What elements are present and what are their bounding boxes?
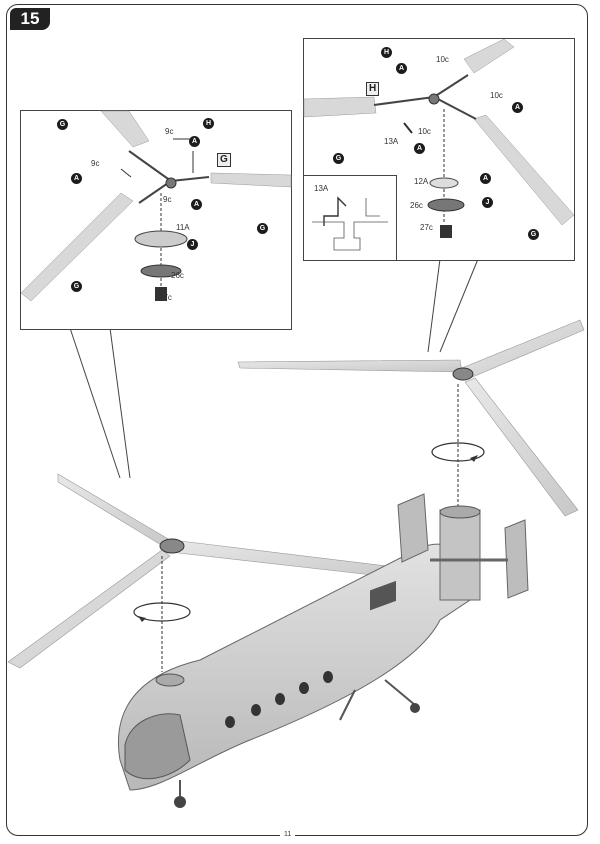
rear-rotor (237, 319, 585, 517)
fuselage (118, 493, 529, 808)
marker-a: A (414, 143, 425, 154)
marker-g: G (333, 153, 344, 164)
marker-a: A (71, 173, 82, 184)
leader-line-front-2 (109, 327, 131, 479)
leader-line-rear-2 (439, 258, 479, 353)
marker-a: A (191, 199, 202, 210)
marker-g: G (257, 223, 268, 234)
part-label-12a: 12A (414, 177, 429, 186)
front-rotor-callout: G H 9c A G 9c A 9c A 11A G J 26c G 27c (20, 110, 292, 330)
part-label-13a: 13A (384, 137, 399, 146)
part-label-27c: 27c (159, 293, 172, 302)
marker-a: A (396, 63, 407, 74)
rear-rotor-callout: H 10c A H 10c A 10c 13A A G 12A A 26c J … (303, 38, 575, 261)
front-rotor-exploded-view (20, 110, 292, 302)
marker-box-h: H (366, 82, 380, 96)
marker-g: G (528, 229, 539, 240)
rear-rotor-exploded-view (303, 38, 575, 238)
leader-line-rear (427, 258, 441, 353)
step-number-badge: 15 (10, 8, 50, 30)
marker-a: A (480, 173, 491, 184)
part-label-9c: 9c (163, 195, 172, 204)
page-frame: 15 (6, 4, 588, 836)
marker-j: J (187, 239, 198, 250)
front-rotor (7, 473, 421, 672)
part-label-11a: 11A (176, 223, 190, 232)
inset-label-13a: 13A (314, 184, 329, 193)
part-label-26c: 26c (410, 201, 423, 210)
part-label-10c: 10c (436, 55, 449, 64)
part-label-9c: 9c (91, 159, 100, 168)
part-label-27c: 27c (420, 223, 433, 232)
part-label-26c: 26c (171, 271, 184, 280)
page-number: 11 (280, 831, 296, 838)
part-label-9c: 9c (165, 127, 174, 136)
marker-a: A (512, 102, 523, 113)
inset-drawing (312, 196, 388, 251)
leader-line-front (69, 327, 121, 479)
marker-box-g: G (217, 153, 231, 167)
marker-g: G (71, 281, 82, 292)
marker-h: H (381, 47, 392, 58)
part-label-10c: 10c (418, 127, 431, 136)
marker-h: H (203, 118, 214, 129)
marker-a: A (189, 136, 200, 147)
detail-inset-13a: 13A (304, 175, 397, 260)
marker-g: G (57, 119, 68, 130)
part-label-10c: 10c (490, 91, 503, 100)
marker-j: J (482, 197, 493, 208)
